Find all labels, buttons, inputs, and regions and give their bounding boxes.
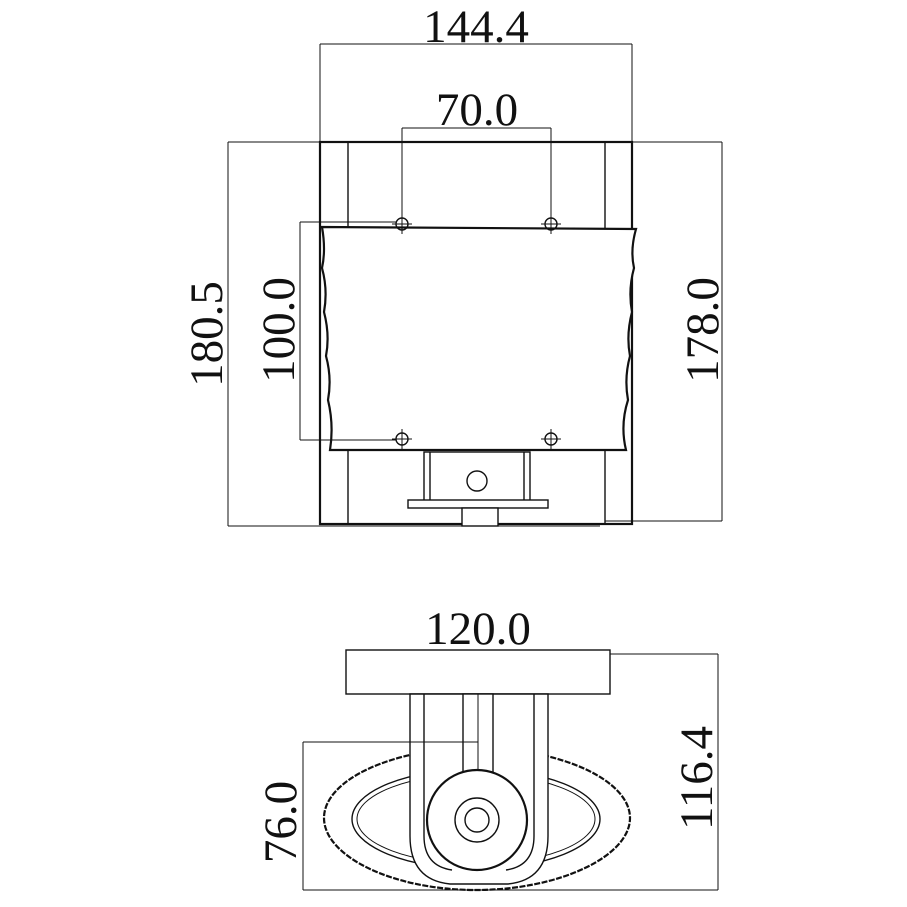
dim-label-height-right: 178.0 [677, 277, 729, 383]
dim-label-width-overall: 144.4 [423, 1, 529, 53]
bottom-bracket [407, 451, 549, 527]
dim-label-height-overall: 180.5 [181, 281, 233, 387]
glass-shade [320, 225, 638, 452]
dim-hole-height: 100.0 [253, 221, 396, 441]
dim-label-hole-height: 100.0 [253, 277, 305, 383]
socket-cup [425, 768, 529, 872]
dim-height-overall: 180.5 [181, 141, 600, 527]
bottom-backplate [345, 649, 611, 695]
dim-label-bottom-width: 120.0 [425, 603, 531, 655]
mounting-hole-bottom-left [392, 429, 412, 449]
bottom-view: 120.0 116.4 76.0 [255, 603, 723, 892]
dim-height-right: 178.0 [605, 141, 729, 522]
dim-width-overall: 144.4 [319, 1, 633, 142]
mounting-hole-bottom-right [541, 429, 561, 449]
front-view: 144.4 70.0 180.5 100.0 178.0 [181, 1, 729, 527]
dim-bottom-depth-shade: 76.0 [255, 741, 478, 891]
dim-bottom-width: 120.0 [346, 603, 610, 655]
dim-label-bottom-depth-overall: 116.4 [671, 726, 723, 830]
dim-label-hole-spacing: 70.0 [436, 84, 518, 136]
dim-bottom-depth-overall: 116.4 [476, 653, 723, 891]
dim-label-bottom-depth-shade: 76.0 [255, 781, 307, 863]
dim-hole-spacing: 70.0 [401, 84, 552, 218]
